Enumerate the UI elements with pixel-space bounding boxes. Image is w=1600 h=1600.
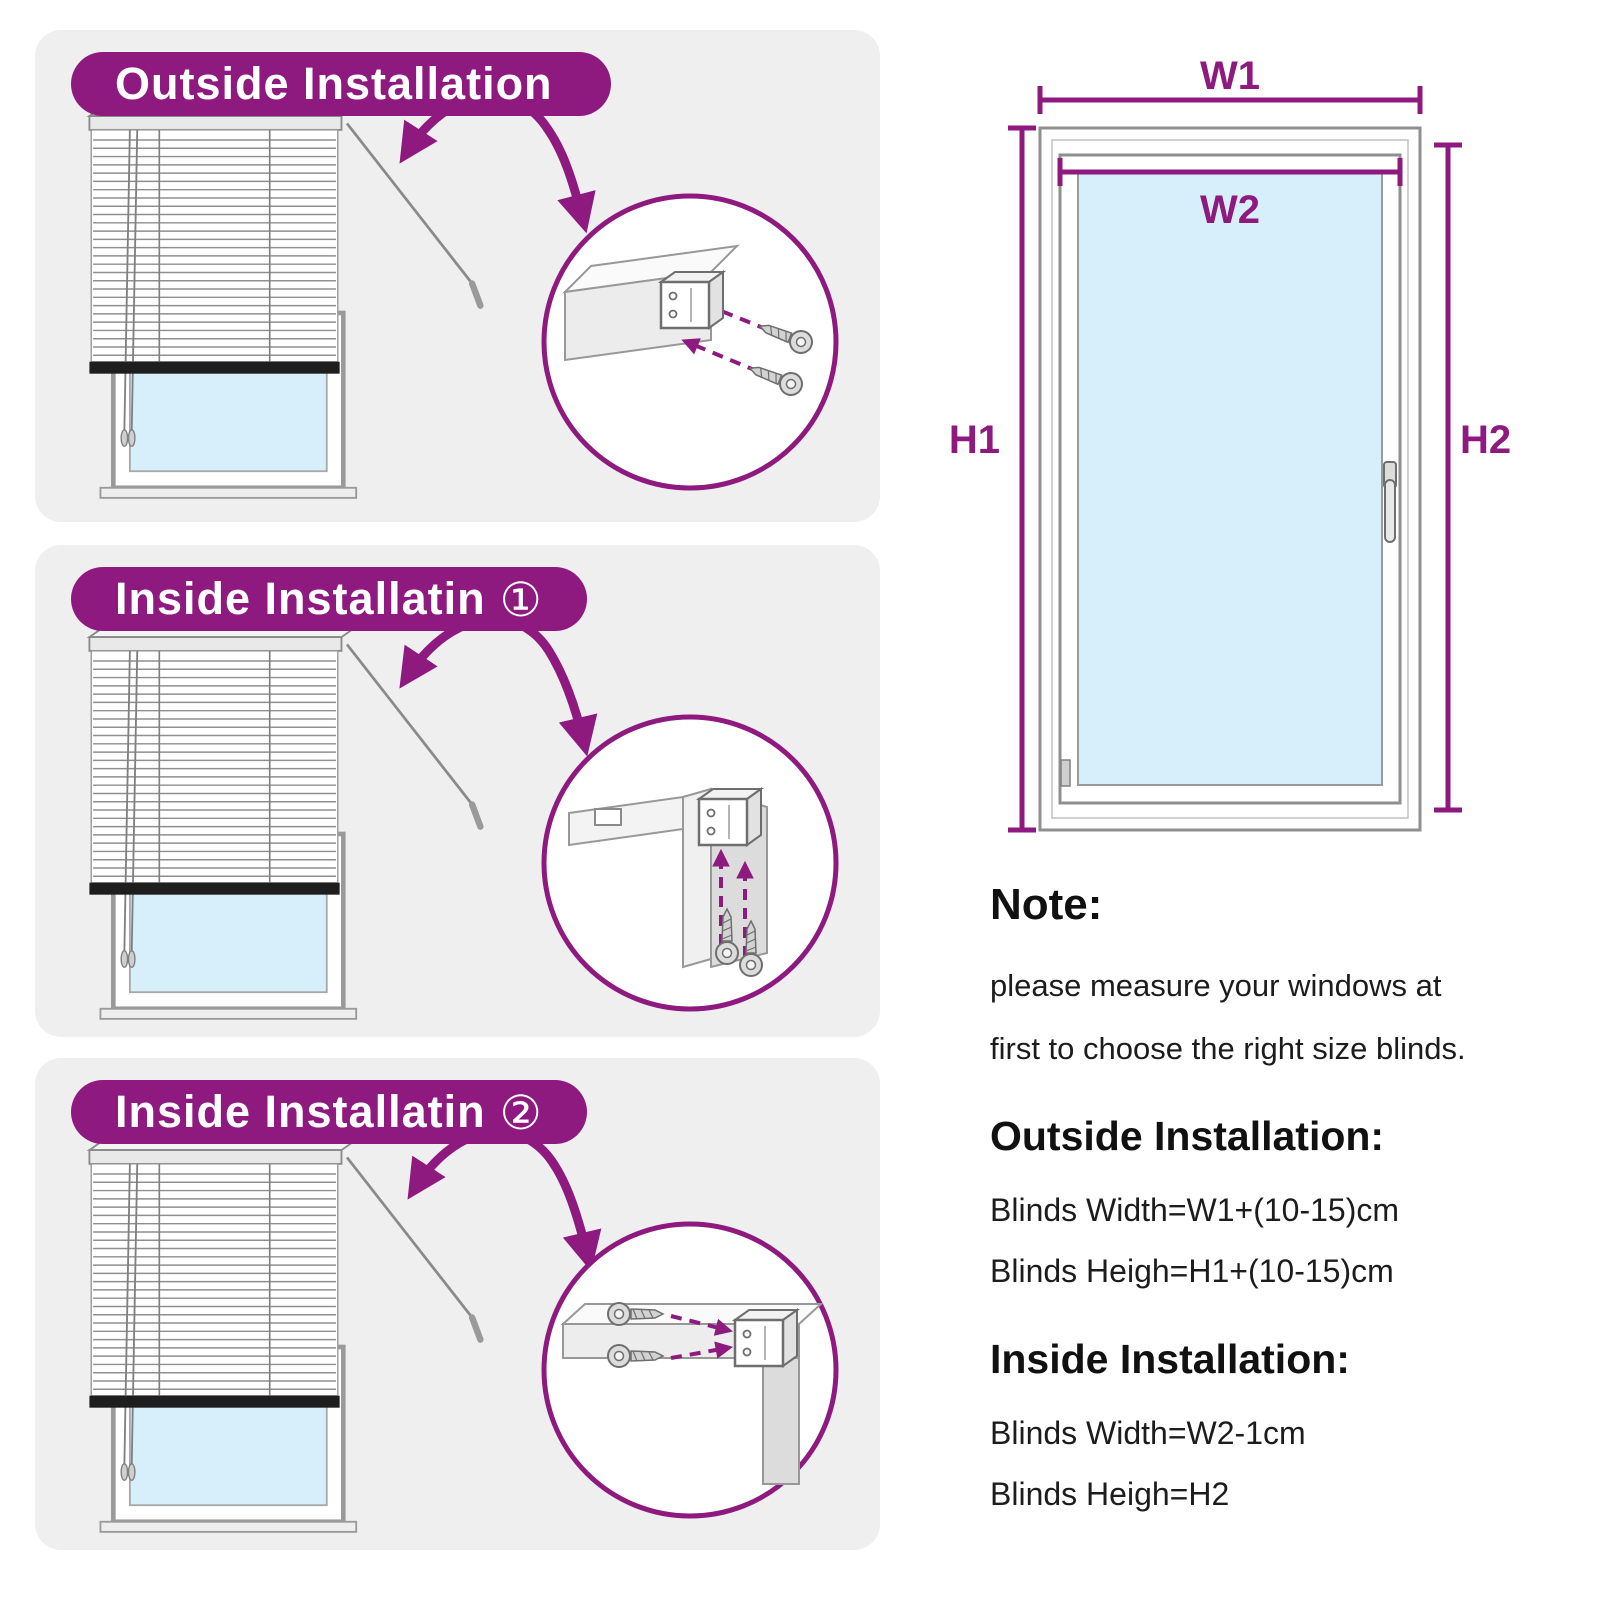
window-handle [1384,479,1396,543]
inside-height-formula: Blinds Heigh=H2 [990,1476,1230,1512]
note-line-1: please measure your windows at [990,968,1442,1003]
blinds-window-illustration [89,103,480,498]
panel-title: Inside Installatin [115,573,486,624]
bracket-icon [697,787,763,847]
notes-section: Note: please measure your windows at fir… [990,880,1580,1537]
blinds-window-illustration [89,1137,480,1532]
panel-title-banner: Inside Installatin ② [71,1080,587,1144]
panel-inside-installation-2: Inside Installatin ② [35,1058,880,1550]
w2-measure-line [1057,158,1403,186]
curved-arrow-icon [399,614,598,757]
window-frame-inset-line [1051,139,1409,819]
window-measurement-diagram [1008,86,1462,833]
inside-installation-heading: Inside Installation: [990,1336,1350,1382]
panel-inside-installation-1: Inside Installatin ① [35,545,880,1037]
h1-label: H1 [948,418,1000,462]
w1-label: W1 [1200,54,1260,98]
panel3-detail-overlay [35,1127,839,1550]
outside-height-formula: Blinds Heigh=H1+(10-15)cm [990,1253,1394,1289]
h2-label: H2 [1460,418,1512,462]
panel-badge-1-icon: ① [499,572,543,626]
dashed-guide-arrow [670,1341,734,1360]
bracket-icon [659,270,725,330]
note-line-2: first to choose the right size blinds. [990,1031,1466,1066]
outside-width-formula: Blinds Width=W1+(10-15)cm [990,1192,1400,1228]
panel-outside-installation: Outside Installation [35,30,880,522]
bracket-icon [733,1308,799,1368]
panel-title-banner: Inside Installatin ① [71,567,587,631]
curved-arrow-icon [407,1127,602,1272]
panel-title: Inside Installatin [115,1086,486,1137]
inside-installation-2-illustration [35,1058,880,1550]
w1-measure-line [1037,86,1423,114]
window-glass [1077,172,1383,786]
panel-badge-2-icon: ② [499,1085,543,1139]
panel1-detail-overlay [35,91,839,522]
panel-title-banner: Outside Installation [71,52,611,116]
inside-installation-1-illustration [35,545,880,1037]
outside-installation-illustration [35,30,880,522]
panel2-detail-overlay [35,614,839,1037]
dashed-guide-arrow [670,1314,733,1336]
blinds-window-illustration [89,624,480,1019]
inside-width-formula: Blinds Width=W2-1cm [990,1415,1306,1451]
panel-title: Outside Installation [115,58,553,109]
outside-installation-heading: Outside Installation: [990,1113,1385,1159]
note-heading: Note: [990,880,1103,929]
h2-measure-line [1434,142,1462,813]
w2-label: W2 [1200,188,1260,232]
h1-measure-line [1008,125,1036,833]
window-hinge [1060,759,1071,787]
